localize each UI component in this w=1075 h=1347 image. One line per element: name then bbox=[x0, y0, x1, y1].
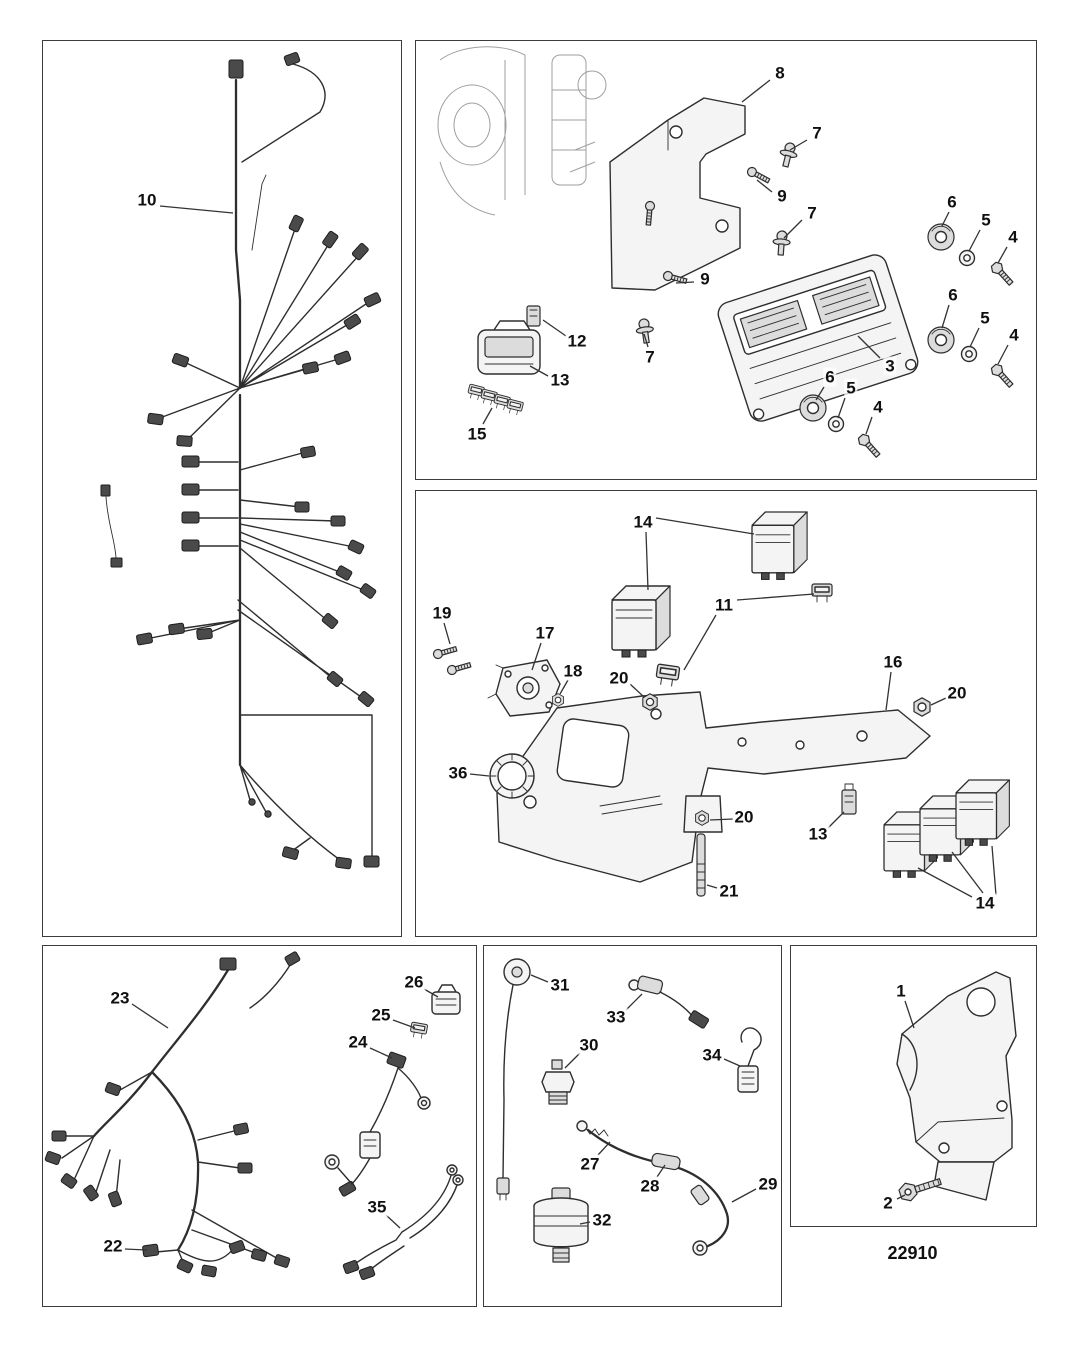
callout-main-harness-10: 10 bbox=[135, 190, 159, 210]
callout-relay-bracket-19: 19 bbox=[430, 603, 454, 623]
callout-ecm-assembly-7: 7 bbox=[810, 123, 824, 143]
small-fuse-holder-art bbox=[431, 984, 461, 1015]
jumper-wires-art bbox=[342, 1164, 464, 1281]
callout-mount-bracket-2: 2 bbox=[881, 1193, 895, 1213]
callout-ecm-assembly-6: 6 bbox=[945, 192, 959, 212]
relay-bracket-art bbox=[431, 511, 1011, 897]
callout-ecm-assembly-15: 15 bbox=[465, 424, 489, 444]
callout-relay-bracket-18: 18 bbox=[561, 661, 585, 681]
callout-sensors-32: 32 bbox=[590, 1210, 614, 1230]
sensor-plate-art bbox=[487, 659, 561, 717]
callout-engine-harness-24: 24 bbox=[346, 1032, 370, 1052]
callout-relay-bracket-21: 21 bbox=[717, 881, 741, 901]
ecm-module-art bbox=[717, 254, 919, 422]
engine-harness-art bbox=[44, 951, 464, 1281]
callout-relay-bracket-20: 20 bbox=[607, 668, 631, 688]
callout-ecm-assembly-4: 4 bbox=[1007, 325, 1021, 345]
callout-engine-harness-22: 22 bbox=[101, 1236, 125, 1256]
callout-sensors-33: 33 bbox=[604, 1007, 628, 1027]
callout-relay-bracket-11: 11 bbox=[713, 595, 735, 615]
callout-ecm-assembly-4: 4 bbox=[871, 397, 885, 417]
callout-ecm-assembly-7: 7 bbox=[805, 203, 819, 223]
pigtail-assembly-art bbox=[324, 1051, 431, 1197]
callout-ecm-assembly-5: 5 bbox=[844, 378, 858, 398]
callout-engine-harness-25: 25 bbox=[369, 1005, 393, 1025]
callout-ecm-assembly-13: 13 bbox=[548, 370, 572, 390]
callout-ecm-assembly-5: 5 bbox=[979, 210, 993, 230]
main-harness-art bbox=[100, 51, 382, 870]
callout-ecm-assembly-8: 8 bbox=[773, 63, 787, 83]
callout-sensors-29: 29 bbox=[756, 1174, 780, 1194]
callout-ecm-assembly-7: 7 bbox=[643, 347, 657, 367]
diagram-id-label: 22910 bbox=[887, 1243, 938, 1263]
callout-relay-bracket-13: 13 bbox=[806, 824, 830, 844]
ecm-assembly-art bbox=[437, 46, 1017, 461]
callout-ecm-assembly-3: 3 bbox=[883, 356, 897, 376]
callout-engine-harness-35: 35 bbox=[365, 1197, 389, 1217]
callout-ecm-assembly-12: 12 bbox=[565, 331, 589, 351]
callout-relay-bracket-14: 14 bbox=[631, 512, 655, 532]
callout-relay-bracket-20: 20 bbox=[945, 683, 969, 703]
callout-relay-bracket-16: 16 bbox=[881, 652, 905, 672]
relay-clip-art bbox=[841, 783, 857, 815]
callout-mount-bracket-1: 1 bbox=[894, 981, 908, 1001]
callout-engine-harness-23: 23 bbox=[108, 988, 132, 1008]
callout-ecm-assembly-5: 5 bbox=[978, 308, 992, 328]
callout-ecm-assembly-6: 6 bbox=[946, 285, 960, 305]
callout-sensors-28: 28 bbox=[638, 1176, 662, 1196]
callout-sensors-27: 27 bbox=[578, 1154, 602, 1174]
sensors-art bbox=[496, 958, 762, 1263]
callout-relay-bracket-20: 20 bbox=[732, 807, 756, 827]
mount-bracket-art bbox=[896, 971, 1017, 1202]
callout-ecm-assembly-6: 6 bbox=[823, 367, 837, 387]
callout-relay-bracket-36: 36 bbox=[446, 763, 470, 783]
callout-ecm-assembly-9: 9 bbox=[698, 269, 712, 289]
callout-sensors-30: 30 bbox=[577, 1035, 601, 1055]
callout-ecm-assembly-9: 9 bbox=[775, 186, 789, 206]
callout-sensors-31: 31 bbox=[548, 975, 572, 995]
engine-ghost-art bbox=[437, 46, 607, 216]
callout-ecm-assembly-4: 4 bbox=[1006, 227, 1020, 247]
callout-sensors-34: 34 bbox=[700, 1045, 724, 1065]
callout-relay-bracket-17: 17 bbox=[533, 623, 557, 643]
fuse-holder-art bbox=[477, 320, 541, 375]
callout-relay-bracket-14: 14 bbox=[973, 893, 997, 913]
ring-art bbox=[489, 753, 535, 799]
callout-engine-harness-26: 26 bbox=[402, 972, 426, 992]
